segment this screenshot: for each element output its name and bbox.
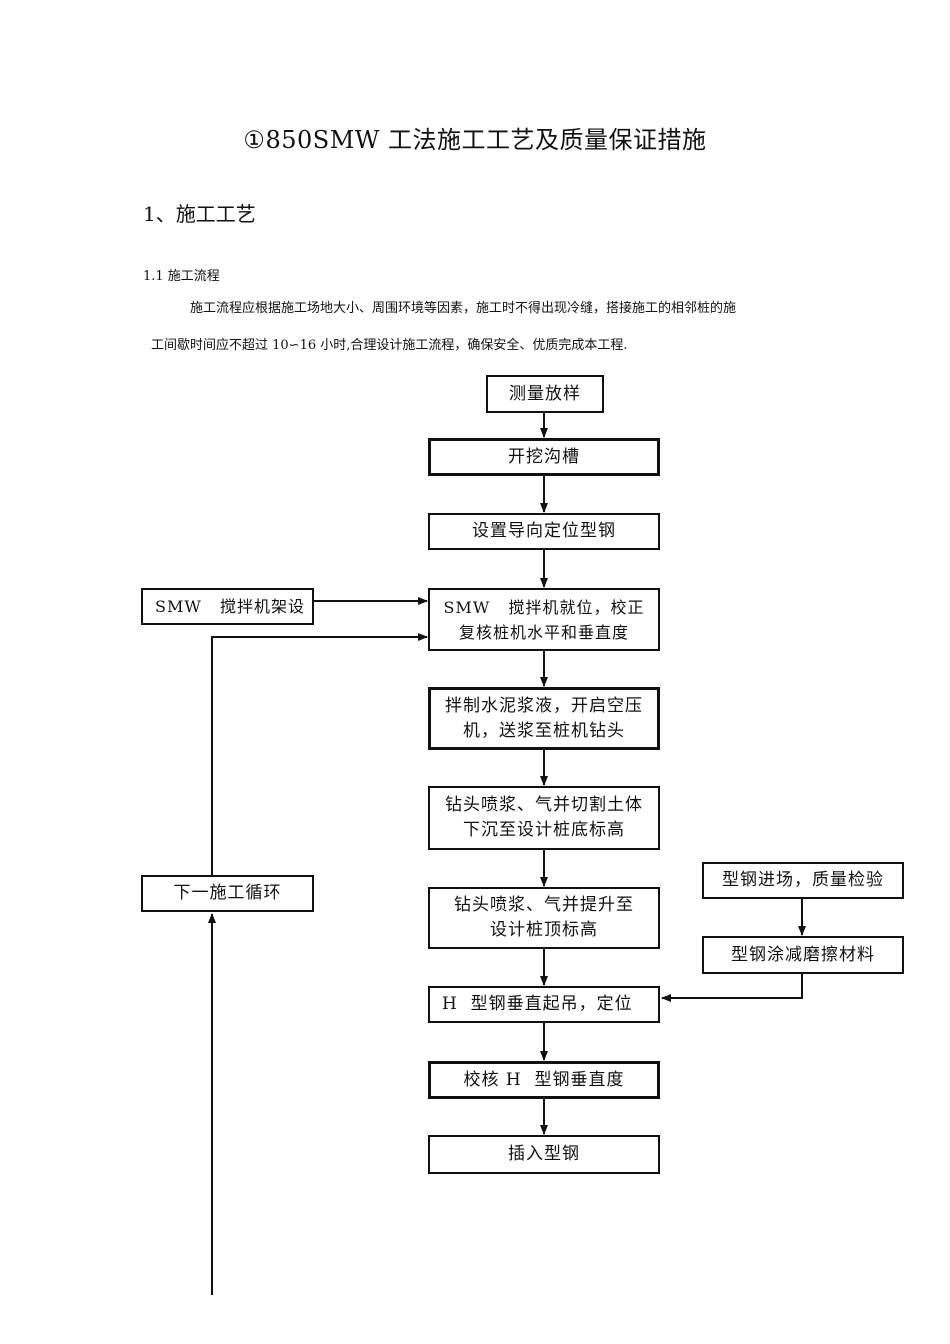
section-heading: 1、施工工艺	[143, 202, 256, 226]
subsection-heading: 1.1 施工流程	[143, 269, 220, 284]
flow-step-rig-setup: SMW 搅拌机架设	[141, 588, 314, 625]
paragraph-line-1: 施工流程应根据施工场地大小、周围环境等因素，施工时不得出现冷缝，搭接施工的相邻桩…	[190, 301, 737, 316]
flow-step-steel-inspection: 型钢进场，质量检验	[702, 862, 904, 899]
flow-step-hoist-steel: H 型钢垂直起吊，定位	[428, 986, 660, 1023]
flow-step-steel-coating: 型钢涂减磨擦材料	[702, 936, 904, 974]
flow-step-mix-slurry: 拌制水泥浆液，开启空压 机，送浆至桩机钻头	[428, 687, 660, 750]
paragraph-line-2: 工间歇时间应不超过 10∽16 小时,合理设计施工流程，确保安全、优质完成本工程…	[151, 338, 628, 353]
flow-step-guide-steel: 设置导向定位型钢	[428, 513, 660, 550]
flow-step-survey: 测量放样	[486, 375, 604, 413]
flow-step-insert-steel: 插入型钢	[428, 1135, 660, 1174]
flow-step-next-cycle: 下一施工循环	[141, 875, 314, 912]
flow-step-trench: 开挖沟槽	[428, 438, 660, 476]
page-title: ①850SMW 工法施工工艺及质量保证措施	[243, 126, 707, 154]
flow-step-verify-vertical: 校核 H 型钢垂直度	[428, 1061, 660, 1099]
flow-step-drill-up: 钻头喷浆、气并提升至 设计桩顶标高	[428, 887, 660, 949]
flow-step-drill-down: 钻头喷浆、气并切割土体 下沉至设计桩底标高	[428, 786, 660, 850]
flow-step-rig-position: SMW 搅拌机就位，校正 复核桩机水平和垂直度	[428, 588, 660, 651]
